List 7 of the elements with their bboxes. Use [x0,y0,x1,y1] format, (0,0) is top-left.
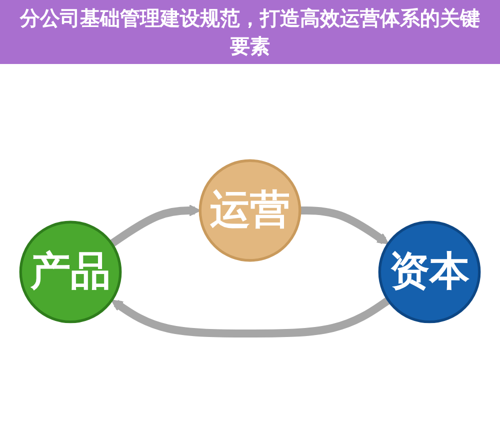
node-circle: 资本 [378,220,481,324]
arrow [111,296,391,338]
arrow [300,206,389,244]
arrow [109,204,201,248]
node-circle: 运营 [198,159,302,262]
node-circle: 产品 [19,220,122,324]
title-banner: 分公司基础管理建设规范，打造高效运营体系的关键要素 [0,0,500,64]
